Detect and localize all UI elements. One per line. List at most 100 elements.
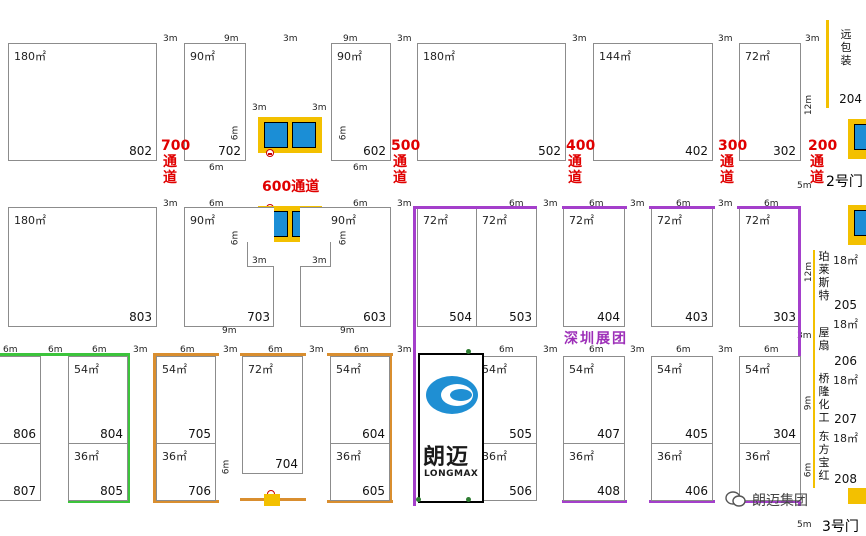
booth-number: 704 xyxy=(275,457,298,471)
booth-area: 36㎡ xyxy=(74,450,99,463)
shenzhen-region-label: 深圳展团 xyxy=(564,331,628,347)
booth-402[interactable]: 144㎡ 402 xyxy=(593,43,713,161)
booth-605[interactable]: 36㎡ 605 xyxy=(330,443,390,501)
dim-label: 3m xyxy=(543,199,558,209)
booth-703[interactable]: 90㎡ 703 xyxy=(184,207,274,327)
booth-303[interactable]: 72㎡ 303 xyxy=(739,207,801,327)
booth-805[interactable]: 36㎡ 805 xyxy=(68,443,128,501)
booth-number: 403 xyxy=(685,310,708,324)
dim-label: 9m xyxy=(803,395,814,411)
booth-number: 503 xyxy=(509,310,532,324)
orange-zone xyxy=(327,353,393,356)
booth-number: 805 xyxy=(100,484,123,498)
dim-label: 6m xyxy=(589,199,604,209)
booth-number: 205 xyxy=(834,298,857,312)
booth-area: 36㎡ xyxy=(336,450,361,463)
booth-area: 36㎡ xyxy=(745,450,770,463)
booth-406[interactable]: 36㎡ 406 xyxy=(651,443,713,501)
dim-label: 3m xyxy=(718,199,733,209)
dim-label: 6m xyxy=(209,163,224,173)
booth-number: 405 xyxy=(685,427,708,441)
booth-405[interactable]: 54㎡ 405 xyxy=(651,356,713,444)
green-zone-bottom xyxy=(68,500,130,503)
booth-number: 804 xyxy=(100,427,123,441)
booth-area: 90㎡ xyxy=(190,214,215,227)
booth-602[interactable]: 90㎡ 602 xyxy=(331,43,391,161)
dim-label: 3m xyxy=(309,345,324,355)
booth-304[interactable]: 54㎡ 304 xyxy=(739,356,801,444)
booth-number: 206 xyxy=(834,354,857,368)
booth-area: 72㎡ xyxy=(657,214,682,227)
booth-506[interactable]: 36㎡ 506 xyxy=(476,443,537,501)
booth-503[interactable]: 72㎡ 503 xyxy=(476,207,537,327)
booth-807[interactable]: 807 xyxy=(0,443,41,501)
dim-label: 3m xyxy=(718,34,733,44)
dim-label: 6m xyxy=(180,345,195,355)
booth-704[interactable]: 72㎡ 704 xyxy=(242,356,303,474)
dim-label: 3m xyxy=(223,345,238,355)
booth-403[interactable]: 72㎡ 403 xyxy=(651,207,713,327)
booth-number: 407 xyxy=(597,427,620,441)
booth-205[interactable]: 珀莱斯特 18㎡ 205 xyxy=(813,250,858,314)
booth-area: 54㎡ xyxy=(745,363,770,376)
booth-area: 90㎡ xyxy=(331,214,356,227)
booth-number: 402 xyxy=(685,144,708,158)
booth-number: 504 xyxy=(449,310,472,324)
shenzhen-zone-bottom xyxy=(649,500,715,503)
booth-206[interactable]: 屋扇 18㎡ 206 xyxy=(813,314,858,370)
booth-area: 72㎡ xyxy=(482,214,507,227)
dim-label: 3m xyxy=(252,256,267,266)
booth-404[interactable]: 72㎡ 404 xyxy=(563,207,625,327)
inner-wall xyxy=(300,266,301,327)
booth-603[interactable]: 90㎡ 603 xyxy=(300,207,391,327)
booth-208[interactable]: 东方宝红 18㎡ 208 xyxy=(813,428,858,488)
dim-label: 6m xyxy=(353,199,368,209)
dim-label: 6m xyxy=(48,345,63,355)
booth-604[interactable]: 54㎡ 604 xyxy=(330,356,390,444)
aisle-500: 500 通 道 xyxy=(391,138,421,186)
orange-zone xyxy=(153,500,219,503)
dim-label: 6m xyxy=(268,345,283,355)
booth-304-south[interactable]: 36㎡ xyxy=(739,443,801,501)
booth-804[interactable]: 54㎡ 804 xyxy=(68,356,128,444)
dim-label: 6m xyxy=(354,345,369,355)
dim-label: 6m xyxy=(803,462,814,478)
booth-502[interactable]: 180㎡ 502 xyxy=(417,43,566,161)
dim-label: 6m xyxy=(338,230,349,246)
booth-505[interactable]: 54㎡ 505 xyxy=(476,356,537,444)
inner-wall xyxy=(330,242,331,267)
stand-box xyxy=(854,210,866,236)
orange-zone xyxy=(153,353,219,356)
inner-wall xyxy=(300,266,331,267)
shenzhen-zone-top xyxy=(413,206,537,209)
booth-705[interactable]: 54㎡ 705 xyxy=(156,356,216,444)
booth-803[interactable]: 180㎡ 803 xyxy=(8,207,157,327)
booth-706[interactable]: 36㎡ 706 xyxy=(156,443,216,501)
service-stand xyxy=(848,205,866,245)
booth-exhibitor: 珀莱斯特 xyxy=(818,250,830,302)
dim-label: 6m xyxy=(676,199,691,209)
inner-wall xyxy=(273,266,274,327)
dim-label: 6m xyxy=(230,230,241,246)
green-zone-top xyxy=(0,353,130,356)
booth-702[interactable]: 90㎡ 702 xyxy=(184,43,246,161)
booth-area: 36㎡ xyxy=(569,450,594,463)
aisle-600: 600通道 xyxy=(262,179,320,195)
gate-2: 2号门 xyxy=(826,174,863,190)
booth-area: 54㎡ xyxy=(482,363,507,376)
booth-207[interactable]: 桥隆化工 18㎡ 207 xyxy=(813,370,858,428)
booth-area: 72㎡ xyxy=(423,214,448,227)
longmax-booth[interactable]: 朗迈 LONGMAX xyxy=(418,353,484,503)
stand-box xyxy=(854,124,866,150)
booth-407[interactable]: 54㎡ 407 xyxy=(563,356,625,444)
booth-504[interactable]: 72㎡ 504 xyxy=(417,207,477,327)
booth-number: 702 xyxy=(218,144,241,158)
booth-number: 303 xyxy=(773,310,796,324)
dim-label: 3m xyxy=(543,345,558,355)
booth-204[interactable]: 远包装 204 xyxy=(826,20,866,108)
booth-number: 705 xyxy=(188,427,211,441)
booth-302[interactable]: 72㎡ 302 xyxy=(739,43,801,161)
booth-806[interactable]: 806 xyxy=(0,356,41,444)
booth-408[interactable]: 36㎡ 408 xyxy=(563,443,625,501)
booth-802[interactable]: 180㎡ 802 xyxy=(8,43,157,161)
